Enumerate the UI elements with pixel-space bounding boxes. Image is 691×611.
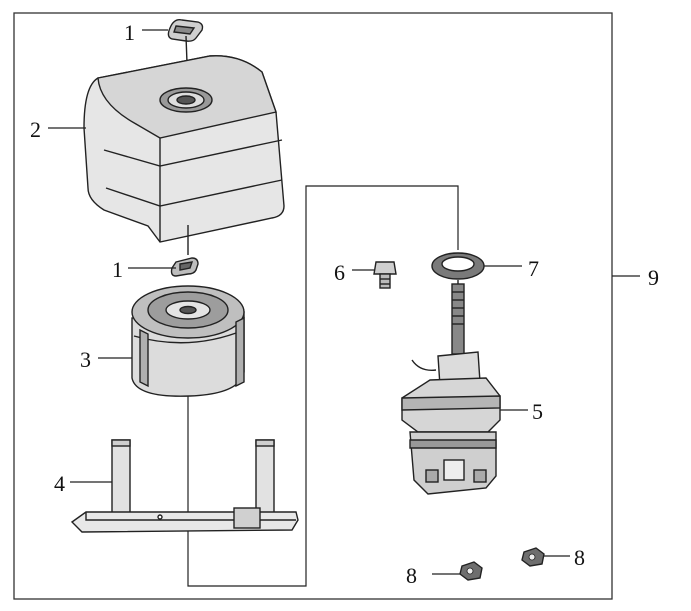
nut-left-part bbox=[459, 561, 483, 581]
air-filter-element-part bbox=[131, 285, 245, 397]
callout-8-right: 8 bbox=[574, 545, 585, 570]
clip-top-part bbox=[167, 18, 204, 91]
diagram-frame bbox=[13, 12, 613, 600]
callout-5: 5 bbox=[532, 399, 543, 424]
callout-7: 7 bbox=[528, 256, 539, 281]
carburetor-part bbox=[401, 283, 501, 495]
callout-8-left: 8 bbox=[406, 563, 417, 588]
callout-1-mid: 1 bbox=[112, 257, 123, 282]
bolt-part bbox=[373, 261, 397, 289]
callout-2: 2 bbox=[30, 117, 41, 142]
callout-6: 6 bbox=[334, 260, 345, 285]
assembly-bracket bbox=[187, 185, 459, 587]
callout-3: 3 bbox=[80, 347, 91, 372]
air-cleaner-cover-part bbox=[83, 55, 285, 255]
air-cleaner-case-part bbox=[70, 439, 299, 533]
nut-right-part bbox=[521, 547, 545, 567]
clip-mid-part bbox=[170, 257, 199, 277]
callout-9: 9 bbox=[648, 265, 659, 290]
callout-4: 4 bbox=[54, 471, 65, 496]
callout-1-top: 1 bbox=[124, 20, 135, 45]
gasket-part bbox=[431, 252, 485, 290]
